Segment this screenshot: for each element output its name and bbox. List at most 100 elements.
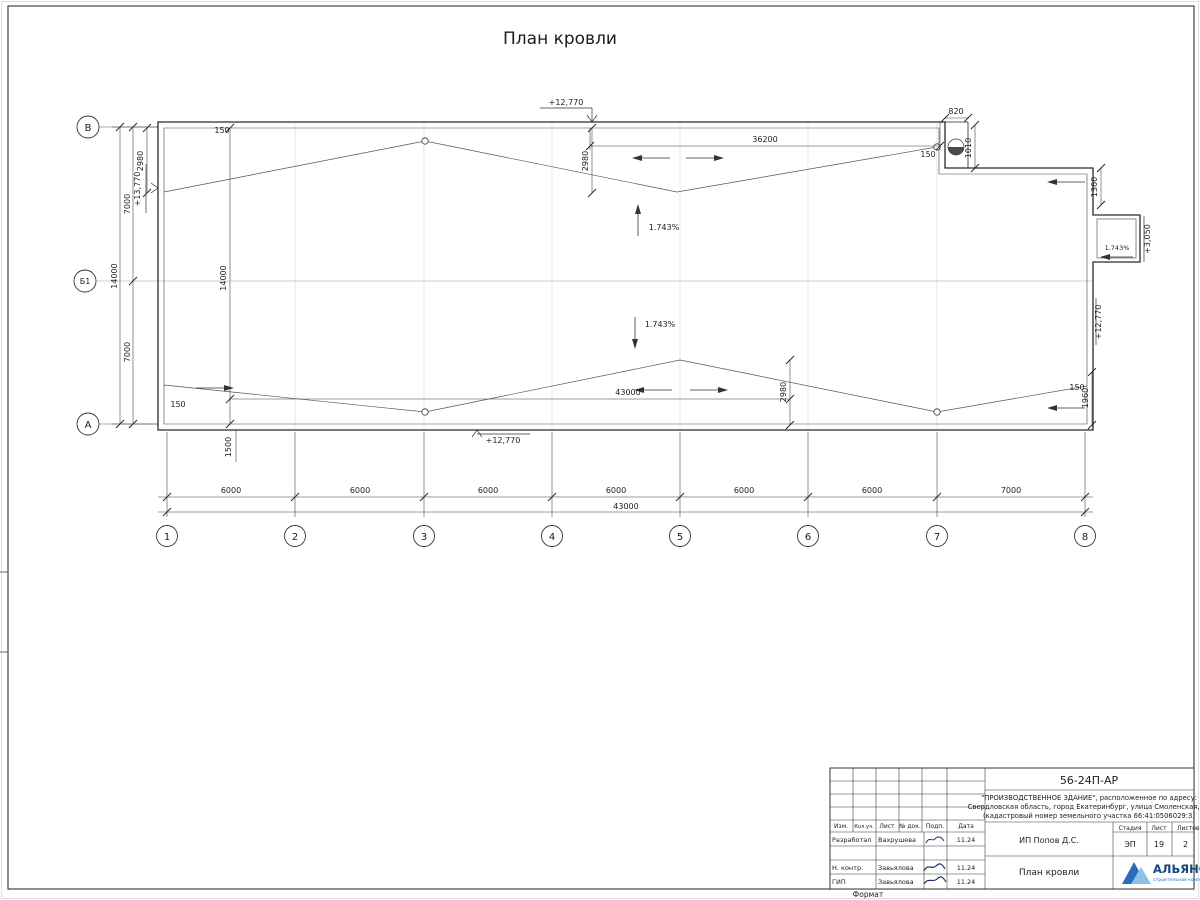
roof-drain-icon bbox=[933, 408, 941, 416]
name-cell: Завьялова bbox=[878, 878, 914, 886]
dim-label: 6000 bbox=[734, 486, 754, 495]
axis-label: 5 bbox=[677, 532, 683, 543]
role-cell: Разработал bbox=[832, 836, 871, 844]
dim-label: 43000 bbox=[615, 388, 640, 397]
project-name-line: "ПРОИЗВОДСТВЕННОЕ ЗДАНИЕ", расположенное… bbox=[981, 794, 1197, 802]
dim-label: 7000 bbox=[123, 342, 132, 362]
dim-label: 14000 bbox=[110, 263, 119, 288]
axis-circle bbox=[541, 525, 563, 547]
dimension-labels: 6000 6000 6000 6000 6000 6000 7000 43000… bbox=[110, 107, 1099, 511]
top-valley-line bbox=[163, 140, 938, 193]
slope-arrow-lines bbox=[196, 157, 1133, 409]
slope-arrow-heads bbox=[224, 155, 1110, 411]
axis-label: Б1 bbox=[80, 277, 91, 286]
dim-label: 2980 bbox=[136, 151, 145, 171]
axis-label: 6 bbox=[805, 532, 811, 543]
slope-label: 1.743% bbox=[649, 223, 680, 232]
role-cell: Н. контр. bbox=[832, 864, 863, 872]
dim-label: 820 bbox=[948, 107, 963, 116]
dim-label: 43000 bbox=[613, 502, 638, 511]
axis-circle bbox=[73, 269, 97, 293]
signature bbox=[923, 876, 947, 885]
axis-markers: В Б1 А 1 2 3 4 5 6 7 8 bbox=[73, 115, 1096, 547]
dim-label: 7000 bbox=[1001, 486, 1021, 495]
format-label: Формат bbox=[853, 890, 884, 899]
client-name: ИП Попов Д.С. bbox=[1019, 836, 1079, 845]
sheet-title: План кровли bbox=[1019, 868, 1079, 878]
date-cell: 11.24 bbox=[957, 836, 976, 844]
slope-labels: 1.743% 1.743% 1.743% bbox=[645, 223, 1130, 329]
dim-label: 150 bbox=[214, 126, 229, 135]
dim-label: 6000 bbox=[478, 486, 498, 495]
dim-label: 6000 bbox=[606, 486, 626, 495]
date-cell: 11.24 bbox=[957, 864, 976, 872]
sheets-value: 2 bbox=[1183, 840, 1188, 849]
axis-circle bbox=[156, 525, 178, 547]
axis-stub-lines bbox=[99, 126, 158, 425]
axis-label: 1 bbox=[164, 532, 170, 543]
signature bbox=[923, 863, 946, 872]
dimension-lines bbox=[112, 117, 1102, 517]
axis-label: В bbox=[85, 123, 92, 134]
elevation-marks bbox=[145, 107, 1145, 438]
name-cell: Вахрушева bbox=[878, 836, 916, 844]
company-logo-icon bbox=[1131, 867, 1151, 884]
axis-circle bbox=[926, 525, 948, 547]
dim-label: 6000 bbox=[862, 486, 882, 495]
dim-label: 36200 bbox=[752, 135, 777, 144]
sheet-value: 19 bbox=[1154, 840, 1164, 849]
title-block-grid bbox=[830, 768, 1194, 889]
dim-label: 6000 bbox=[350, 486, 370, 495]
roof-drainage-lines bbox=[163, 137, 1088, 416]
axis-circle bbox=[76, 412, 100, 436]
elevation-label: +3,050 bbox=[1143, 224, 1152, 254]
col-header: № док. bbox=[899, 823, 921, 830]
dim-label: 1960 bbox=[1081, 388, 1090, 408]
dim-label: 150 bbox=[920, 150, 935, 159]
dim-label: 1500 bbox=[224, 437, 233, 457]
dim-label: 2980 bbox=[779, 382, 788, 402]
page-title: План кровли bbox=[503, 29, 617, 49]
sheet-col-header: Лист bbox=[1151, 825, 1167, 832]
sheets-col-header: Листов bbox=[1177, 825, 1200, 832]
dim-label: 2980 bbox=[581, 151, 590, 171]
project-name-line: (кадастровый номер земельного участка 66… bbox=[983, 812, 1195, 820]
stage-value: ЭП bbox=[1124, 840, 1136, 849]
parapet-inner-line bbox=[163, 127, 1088, 425]
stage-col-header: Стадия bbox=[1118, 825, 1141, 832]
axis-circle bbox=[797, 525, 819, 547]
signature bbox=[925, 836, 945, 844]
binding-marks bbox=[0, 571, 8, 653]
axis-label: 2 bbox=[292, 532, 298, 543]
dim-label: 1010 bbox=[964, 138, 973, 158]
doc-number: 56-24П-АР bbox=[1060, 774, 1119, 787]
axis-circle bbox=[669, 525, 691, 547]
role-cell: ГИП bbox=[832, 878, 846, 886]
column-axis-lines bbox=[294, 122, 938, 430]
axis-label: 3 bbox=[421, 532, 427, 543]
col-header: Подп. bbox=[926, 823, 944, 830]
col-header: Кол.уч. bbox=[854, 824, 874, 830]
slope-label: 1.743% bbox=[645, 320, 676, 329]
dim-label: 14000 bbox=[219, 265, 228, 290]
dim-label: 1360 bbox=[1090, 177, 1099, 197]
axis-circle bbox=[413, 525, 435, 547]
col-header: Изм. bbox=[834, 823, 848, 830]
building-plan bbox=[157, 121, 1141, 431]
axis-label: 4 bbox=[549, 532, 555, 543]
drain-funnel-icon bbox=[948, 147, 964, 155]
slope-label: 1.743% bbox=[1105, 244, 1130, 252]
name-cell: Завьялова bbox=[878, 864, 914, 872]
title-block: 56-24П-АР "ПРОИЗВОДСТВЕННОЕ ЗДАНИЕ", рас… bbox=[829, 767, 1200, 890]
building-outer-wall bbox=[157, 121, 1141, 431]
elevation-label: +12,770 bbox=[549, 98, 584, 107]
axis-circle bbox=[1074, 525, 1096, 547]
dim-label: 150 bbox=[170, 400, 185, 409]
elevation-label: +12,770 bbox=[486, 436, 521, 445]
elevation-label: +12,770 bbox=[1094, 305, 1103, 340]
axis-circle bbox=[284, 525, 306, 547]
axis-label: А bbox=[85, 420, 92, 431]
